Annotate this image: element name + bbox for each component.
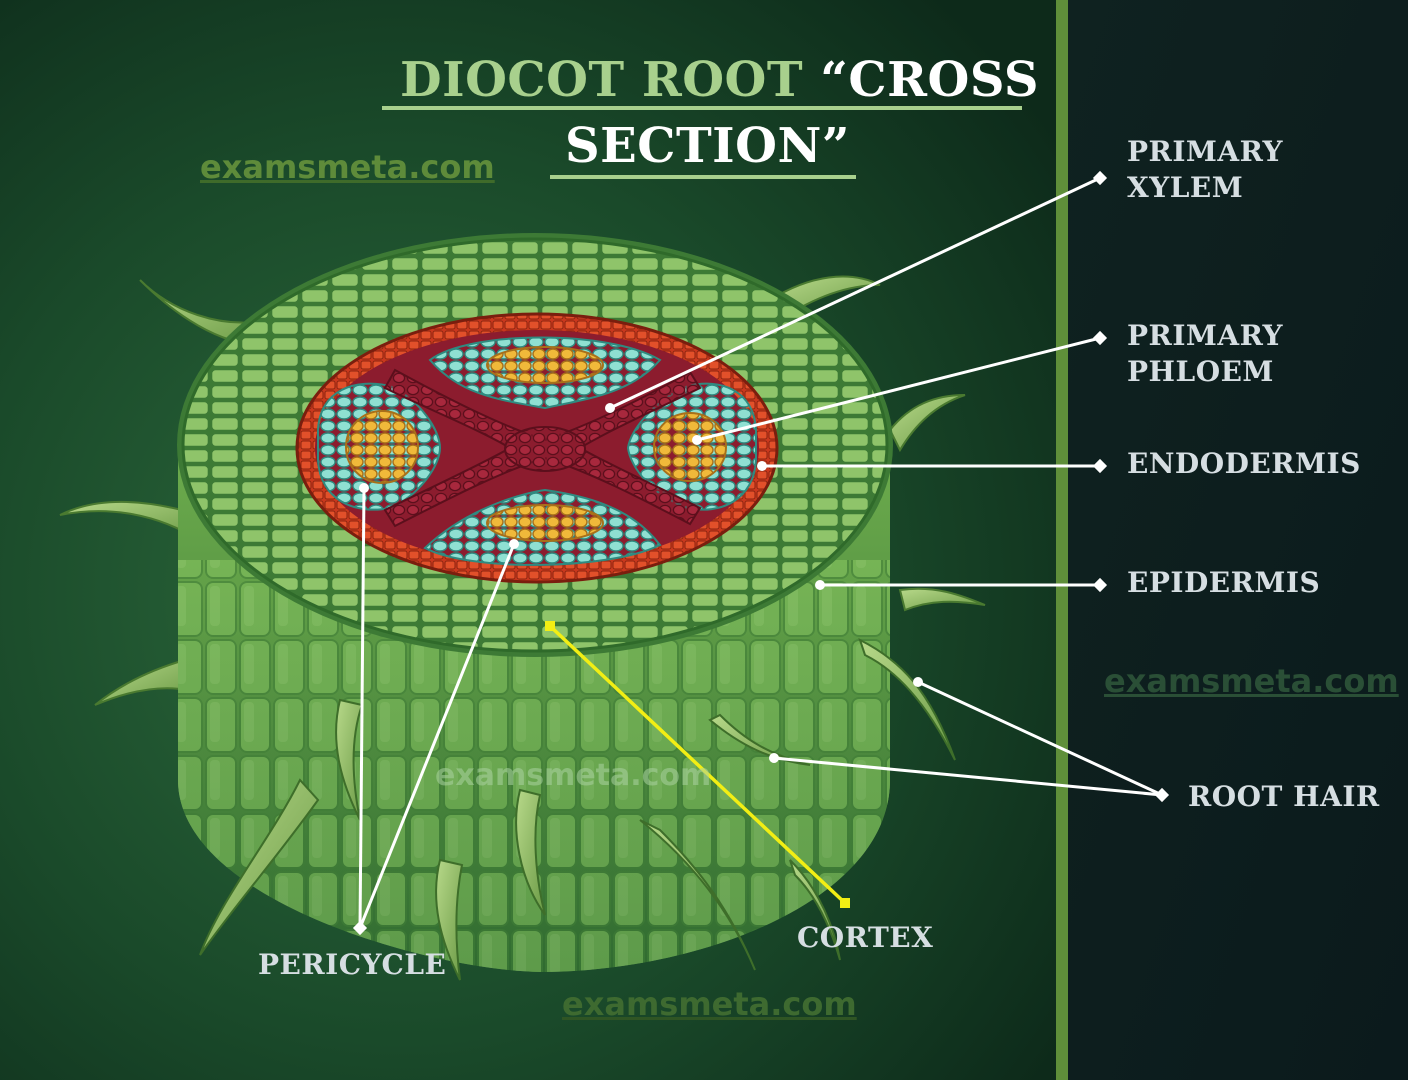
title-part-green: DIOCOT ROOT bbox=[400, 52, 804, 108]
right-panel-background bbox=[1066, 0, 1408, 1080]
label-cortex: CORTEX bbox=[797, 921, 934, 954]
leader-pericycle-a bbox=[358, 487, 366, 929]
leader-lines bbox=[358, 176, 1163, 929]
label-primary-xylem: PRIMARY XYLEM bbox=[1127, 135, 1284, 204]
title-underline-2 bbox=[550, 175, 856, 179]
leader-primary-xylem bbox=[609, 176, 1101, 410]
cortex-endpoint-start bbox=[545, 621, 555, 631]
diagram-title-line1: DIOCOT ROOT “CROSS bbox=[400, 52, 1039, 108]
label-root-hair: ROOT HAIR bbox=[1188, 780, 1380, 813]
leader-root-hair-a bbox=[917, 680, 1163, 797]
watermark-center: examsmeta.com bbox=[435, 758, 712, 793]
watermark-top: examsmeta.com bbox=[200, 148, 495, 186]
title-underline-1 bbox=[382, 106, 1022, 110]
phloem-cells-left bbox=[345, 410, 419, 484]
leader-primary-phloem bbox=[696, 336, 1101, 442]
leader-cortex bbox=[548, 624, 847, 905]
label-pericycle: PERICYCLE bbox=[258, 948, 447, 981]
label-endodermis: ENDODERMIS bbox=[1127, 447, 1361, 480]
cortex-endpoint-end bbox=[840, 898, 850, 908]
title-part-white: “CROSS bbox=[820, 52, 1040, 108]
watermark-right: examsmeta.com bbox=[1104, 662, 1399, 700]
phloem-cells-right bbox=[653, 412, 727, 482]
watermark-bottom: examsmeta.com bbox=[562, 985, 857, 1023]
label-primary-phloem: PRIMARY PHLOEM bbox=[1127, 319, 1284, 388]
label-epidermis: EPIDERMIS bbox=[1127, 566, 1321, 599]
stele bbox=[315, 330, 759, 566]
panel-divider bbox=[1056, 0, 1068, 1080]
leader-endpoints bbox=[352, 170, 1170, 936]
leader-pericycle-b bbox=[358, 543, 516, 929]
diagram-title-line2: SECTION” bbox=[565, 118, 850, 174]
phloem-cells-bottom bbox=[486, 504, 604, 542]
phloem-cells-top bbox=[486, 346, 604, 384]
leader-root-hair-b bbox=[773, 756, 1163, 797]
